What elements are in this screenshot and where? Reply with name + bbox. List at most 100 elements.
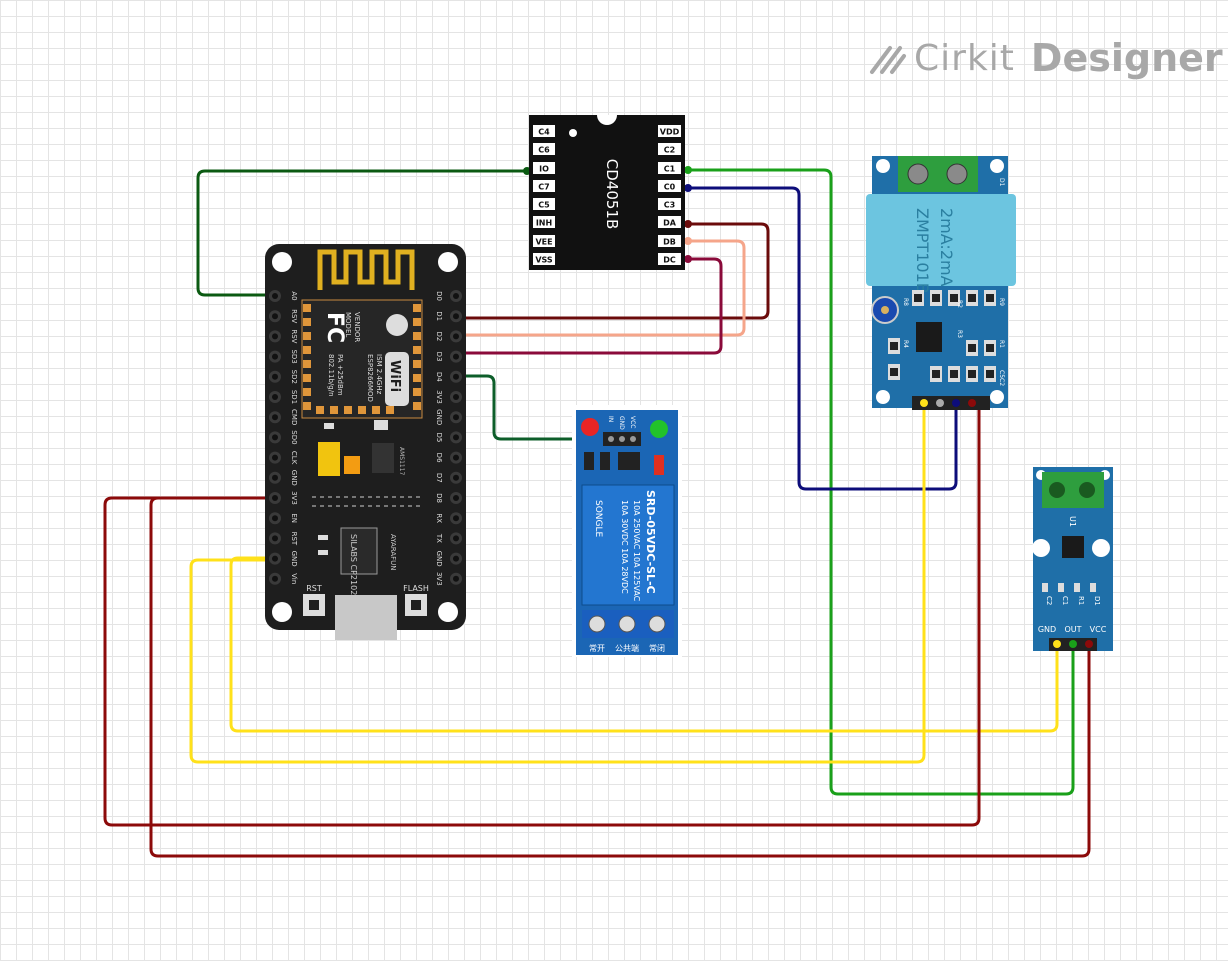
mux-pin-dc[interactable]: DC [658,253,681,265]
mux-pin-c6[interactable]: C6 [533,143,555,155]
mux-pin-label: DA [663,219,677,228]
cp2102-chip [340,527,378,575]
mux-pin-label: VEE [535,238,552,247]
mux-pin-vee[interactable]: VEE [533,235,555,247]
nodemcu-pin-cmd[interactable]: CMD [269,409,298,425]
esp-text-line: ESP8266MOD [366,354,374,402]
zmpt-label: R1 [998,340,1005,348]
acs-pin-label-out: OUT [1064,625,1081,634]
nodemcu-pin-label: SD3 [290,349,298,363]
wire-a0-to-mux-io[interactable] [196,169,529,297]
nodemcu-pin-3v3[interactable]: 3V3 [435,572,462,586]
nodemcu-pin-sd2[interactable]: SD2 [269,370,298,384]
cirkit-designer-logo: Cirkit Designer [868,32,1223,84]
mux-pin-label: C4 [538,128,550,137]
esp-pad [413,360,421,368]
nodemcu-pin-label: RX [435,513,443,523]
smd-component [1074,583,1080,592]
wifi-logo [385,352,409,406]
antenna-trace [317,249,415,290]
mux-pin-c5[interactable]: C5 [533,198,555,210]
wire-d4-to-relay-in[interactable] [454,374,607,441]
nodemcu-pin-label: RSV [290,329,298,343]
mux-pin-c7[interactable]: C7 [533,180,555,192]
nodemcu-pin-d0[interactable]: D0 [435,290,462,302]
nodemcu-pin-tx[interactable]: TX [435,532,462,545]
nodemcu-pin-rsv[interactable]: RSV [269,309,298,323]
esp-pad [358,406,366,414]
u1-label: U1 [1068,516,1077,527]
mux-pin-c2[interactable]: C2 [658,143,681,155]
mux-pin-c0[interactable]: C0 [658,180,681,192]
nodemcu-pin-d3[interactable]: D3 [435,350,462,363]
nodemcu-pin-d2[interactable]: D2 [435,330,462,343]
esp-pad [413,346,421,354]
nodemcu-pin-gnd[interactable]: GND [269,551,298,567]
nodemcu-pin-rst[interactable]: RST [269,532,298,546]
nodemcu-pin-label: SD2 [290,370,298,384]
esp-pad [330,406,338,414]
nodemcu-pin-d5[interactable]: D5 [435,431,462,444]
nodemcu-pin-sd0[interactable]: SD0 [269,430,298,445]
nodemcu-pin-clk[interactable]: CLK [269,451,298,465]
nodemcu-pin-label: CLK [290,451,298,465]
regulator-label: AMS1117 [398,447,405,476]
nodemcu-pin-vin[interactable]: Vin [269,572,298,585]
mux-pin-label: C6 [538,146,550,155]
wire-gnd-to-zmpt-gnd[interactable] [189,402,926,764]
mux-pin-vss[interactable]: VSS [533,253,555,265]
nodemcu-pin-d6[interactable]: D6 [435,451,462,464]
nodemcu-pin-gnd[interactable]: GND [435,409,462,425]
mux-pin-c3[interactable]: C3 [658,198,681,210]
wire-mux-c1-to-acs-out[interactable] [686,168,1075,796]
zmpt-label: R2 [956,300,963,308]
nodemcu-pin-d1[interactable]: D1 [435,310,462,323]
zmpt-label: R8 [902,298,909,306]
nodemcu-pin-en[interactable]: EN [269,512,298,525]
nodemcu-pin-d8[interactable]: D8 [435,492,462,504]
nodemcu-pin-label: D3 [435,352,443,362]
nodemcu-pin-gnd[interactable]: GND [269,470,298,486]
relay-pin-label-vcc: VCC [629,416,636,428]
nodemcu-pin-a0[interactable]: A0 [269,290,298,302]
mux-pin-db[interactable]: DB [658,235,681,247]
nodemcu-pin-d7[interactable]: D7 [435,471,462,484]
nodemcu-pin-rx[interactable]: RX [435,512,462,525]
mux-pin-label: C5 [538,201,550,210]
mux-pin-c1[interactable]: C1 [658,162,681,174]
nodemcu-pin-d4[interactable]: D4 [435,370,462,383]
nodemcu-pin-rsv[interactable]: RSV [269,329,298,344]
nodemcu-pin-sd3[interactable]: SD3 [269,349,298,364]
esp-pad [303,360,311,368]
wire-3v3-to-zmpt-vcc[interactable] [103,402,981,827]
zmpt-label: D1 [998,178,1005,187]
nodemcu-pin-3v3[interactable]: 3V3 [435,390,462,404]
mux-pin-vdd[interactable]: VDD [658,125,681,137]
mux-pin-label: DB [663,238,676,247]
relay-pin-label-gnd: GND [618,416,625,430]
nodemcu-pin-gnd[interactable]: GND [435,551,462,567]
mux-pin-label: C1 [664,165,676,174]
wire-3v3-to-acs-vcc[interactable] [149,496,1091,858]
mux-pin-da[interactable]: DA [658,216,681,228]
terminal-no: 常开 [589,644,605,653]
nodemcu-pin-3v3[interactable]: 3V3 [269,491,298,505]
esp-pad [303,346,311,354]
mux-pin-c4[interactable]: C4 [533,125,555,137]
wire-mux-db-to-d2[interactable] [454,239,746,337]
mux-pin-inh[interactable]: INH [533,216,555,228]
mux-pin-io[interactable]: IO [533,162,555,174]
nodemcu-pin-sd1[interactable]: SD1 [269,390,298,404]
wire-mux-dc-to-d3[interactable] [454,257,723,355]
wire-mux-c0-to-zmpt-out[interactable] [686,186,958,491]
nodemcu-pin-label: A0 [290,291,298,300]
wire-mux-da-to-d1[interactable] [454,222,770,320]
